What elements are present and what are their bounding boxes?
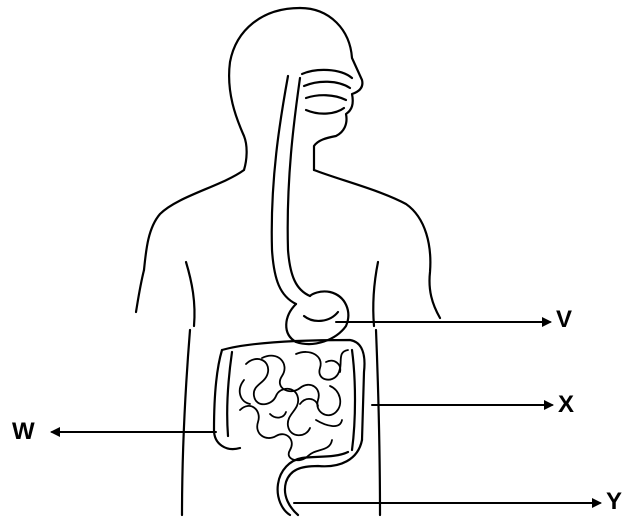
esophagus (272, 76, 310, 304)
stomach (286, 291, 348, 344)
label-x: X (558, 393, 574, 417)
label-w: W (12, 420, 35, 444)
small-intestine (240, 350, 348, 460)
oral-cavity (302, 70, 352, 114)
label-y: Y (606, 490, 622, 514)
body-outline (136, 8, 440, 515)
label-v: V (556, 308, 572, 332)
